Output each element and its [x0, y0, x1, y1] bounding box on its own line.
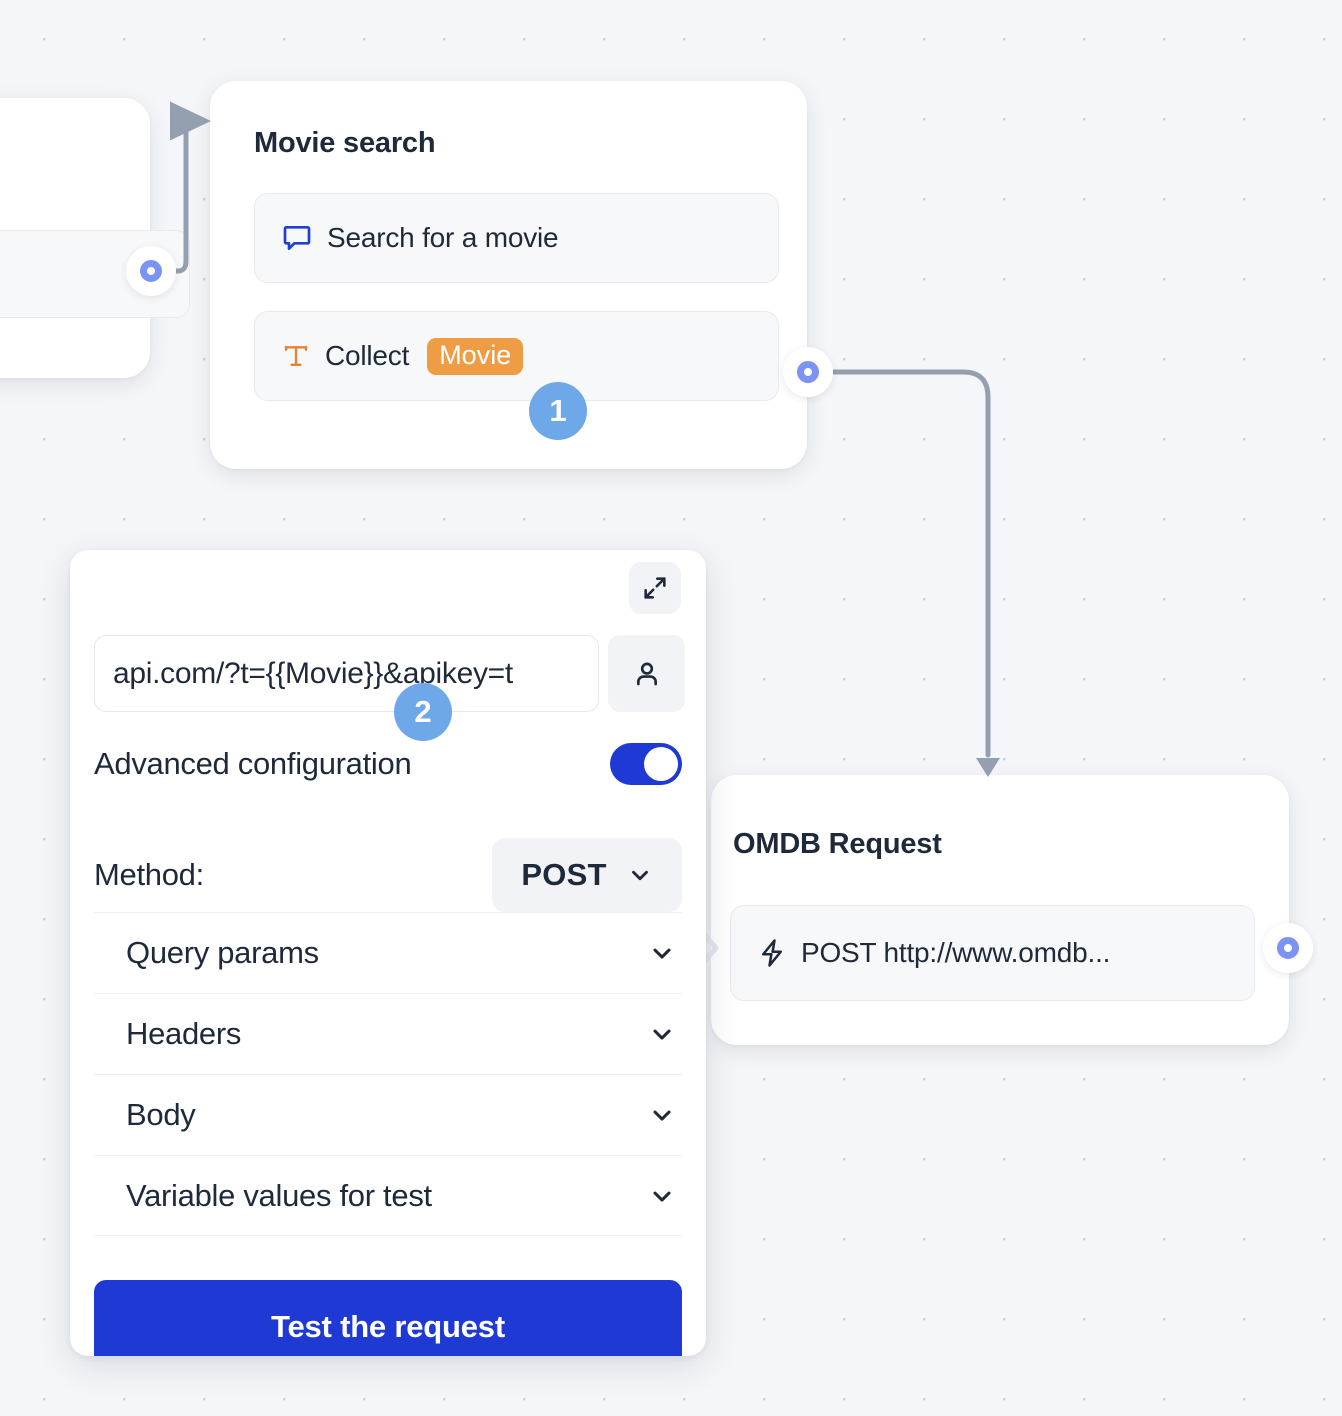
step-badge-1: 1	[529, 382, 587, 440]
person-icon	[631, 658, 663, 690]
step-badge-2: 2	[394, 683, 452, 741]
chevron-down-icon	[648, 1182, 676, 1210]
section-query-params-label: Query params	[126, 935, 319, 970]
omdb-request-item[interactable]: POST http://www.omdb...	[730, 905, 1255, 1001]
method-row: Method: POST	[94, 838, 682, 912]
request-url-input[interactable]	[94, 635, 599, 712]
omdb-request-title: OMDB Request	[733, 828, 942, 860]
chevron-down-icon	[627, 862, 653, 888]
config-sections: Query params Headers Body	[94, 912, 682, 1236]
section-headers-label: Headers	[126, 1016, 242, 1051]
movie-search-item-search[interactable]: Search for a movie	[254, 193, 779, 283]
chevron-down-icon	[648, 1020, 676, 1048]
request-config-panel: Advanced configuration Method: POST Quer…	[70, 550, 706, 1356]
section-body[interactable]: Body	[94, 1074, 682, 1155]
movie-search-item-collect[interactable]: Collect Movie	[254, 311, 779, 401]
section-variable-values-for-test[interactable]: Variable values for test	[94, 1155, 682, 1236]
advanced-configuration-row: Advanced configuration	[94, 743, 682, 785]
advanced-configuration-toggle[interactable]	[610, 743, 682, 785]
movie-search-title: Movie search	[254, 127, 436, 159]
chevron-down-icon	[648, 1101, 676, 1129]
port-movie-search-output[interactable]	[783, 347, 833, 397]
partial-left-node[interactable]	[0, 98, 190, 378]
expand-diagonal-icon	[641, 574, 669, 602]
node-movie-search[interactable]: Movie search Search for a movie Collect …	[210, 81, 807, 469]
movie-search-item-search-label: Search for a movie	[327, 222, 559, 253]
method-label: Method:	[94, 857, 204, 892]
speech-bubble-icon	[281, 222, 313, 254]
url-row	[94, 635, 685, 712]
chevron-down-icon	[648, 939, 676, 967]
section-headers[interactable]: Headers	[94, 993, 682, 1074]
method-select[interactable]: POST	[492, 838, 682, 912]
test-the-request-button[interactable]: Test the request	[94, 1280, 682, 1356]
advanced-configuration-label: Advanced configuration	[94, 746, 412, 781]
movie-search-item-collect-label: Collect	[325, 340, 410, 371]
port-omdb-request-output[interactable]	[1263, 923, 1313, 973]
method-selected-value: POST	[521, 857, 607, 892]
lightning-bolt-icon	[757, 938, 787, 968]
section-variable-values-for-test-label: Variable values for test	[126, 1177, 432, 1213]
expand-diagonal-icon-button[interactable]	[629, 562, 681, 614]
variable-chip-movie[interactable]: Movie	[427, 337, 524, 375]
section-body-label: Body	[126, 1097, 196, 1132]
auth-person-icon-button[interactable]	[608, 635, 685, 712]
text-type-icon	[281, 341, 311, 371]
omdb-request-item-label: POST http://www.omdb...	[801, 937, 1111, 968]
edge-movie-to-omdb	[826, 369, 991, 758]
port-partial-output[interactable]	[126, 246, 176, 296]
node-omdb-request[interactable]: OMDB Request POST http://www.omdb...	[711, 775, 1289, 1045]
toggle-knob	[644, 747, 678, 781]
section-query-params[interactable]: Query params	[94, 912, 682, 993]
